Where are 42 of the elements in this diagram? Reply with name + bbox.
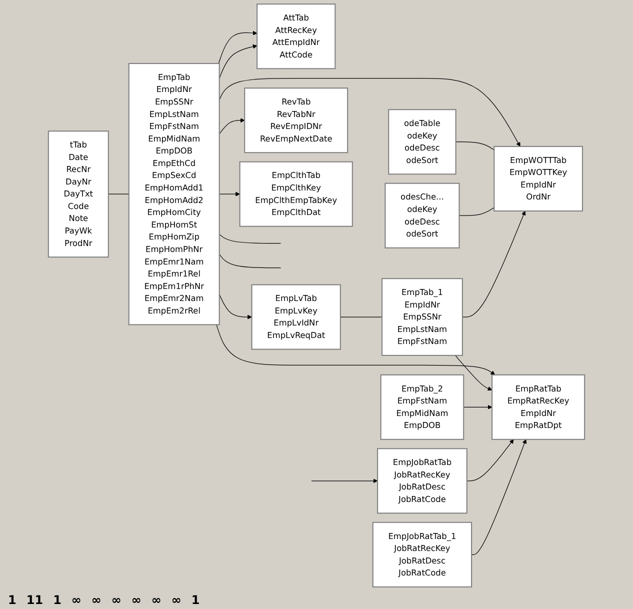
arrow	[463, 404, 492, 410]
connector	[219, 254, 282, 268]
arrow	[311, 478, 378, 484]
node-box: EmpJobRatTab_1 JobRatRecKey JobRatDesc JobRatCode	[372, 522, 472, 588]
arrow	[219, 294, 252, 320]
node-box: odesChe... odeKey odeDesc odeSort	[384, 182, 460, 248]
cardinality-label: 11	[26, 593, 44, 607]
arrow	[218, 30, 258, 64]
arrow	[219, 192, 240, 196]
connector	[458, 207, 494, 216]
arrow	[216, 324, 496, 376]
cardinality-label: ∞	[91, 593, 102, 607]
arrow	[462, 210, 526, 318]
node-box: AttTab AttRecKey AttEmpIdNr AttCode	[256, 4, 336, 70]
node-box: EmpRatTab EmpRatRecKey EmpIdNr EmpRatDpt	[492, 374, 586, 440]
arrow	[466, 439, 514, 482]
node-box: EmpTab EmpIdNr EmpSSNr EmpLstNam EmpFstNam EmpMidNam EmpDOB EmpEthCd EmpSexCd EmpHomAdd1 EmpHomAdd2 EmpHomCity EmpHomSt EmpHomZip EmpHomPhNr EmpEmr1Nam EmpEmr1Rel EmpEm1rPhNr EmpEmr2Nam EmpEm2rRel	[128, 63, 220, 326]
connector	[219, 234, 282, 244]
arrow	[219, 118, 245, 134]
cardinality-label: ∞	[131, 593, 142, 607]
arrow	[219, 78, 520, 147]
node-box: EmpClthTab EmpClthKey EmpClthEmpTabKey EmpClthDat	[239, 161, 353, 227]
arrow	[455, 355, 492, 391]
cardinality-label: 1	[53, 593, 62, 607]
node-box: RevTab RevTabNr RevEmpIDNr RevEmpNextDate	[244, 88, 348, 154]
arrow	[219, 44, 258, 79]
cardinality-label: ∞	[71, 593, 82, 607]
cardinality-label: ∞	[171, 593, 182, 607]
node-box: odeTable odeKey odeDesc odeSort	[388, 109, 456, 175]
connector	[340, 316, 382, 318]
node-box: EmpTab_2 EmpFstNam EmpMidNam EmpDOB	[380, 374, 464, 440]
cardinality-label: ∞	[111, 593, 122, 607]
cardinality-label: ∞	[151, 593, 162, 607]
node-box: EmpLvTab EmpLvKey EmpLvIdNr EmpLvReqDat	[251, 284, 341, 350]
cardinality-label: 1	[8, 593, 16, 607]
node-box: EmpJobRatTab JobRatRecKey JobRatDesc JobRatCode	[377, 448, 468, 514]
node-box: EmpTab_1 EmpIdNr EmpSSNr EmpLstNam EmpFstNam	[381, 278, 463, 356]
node-box: tTab Date RecNr DayNr DayTxt Code Note PayWk ProdNr	[48, 130, 109, 258]
node-box: EmpWOTTTab EmpWOTTKey EmpIdNr OrdNr	[494, 146, 583, 212]
arrow	[471, 439, 527, 555]
cardinality-label: 1	[191, 593, 200, 607]
connector	[456, 142, 494, 150]
